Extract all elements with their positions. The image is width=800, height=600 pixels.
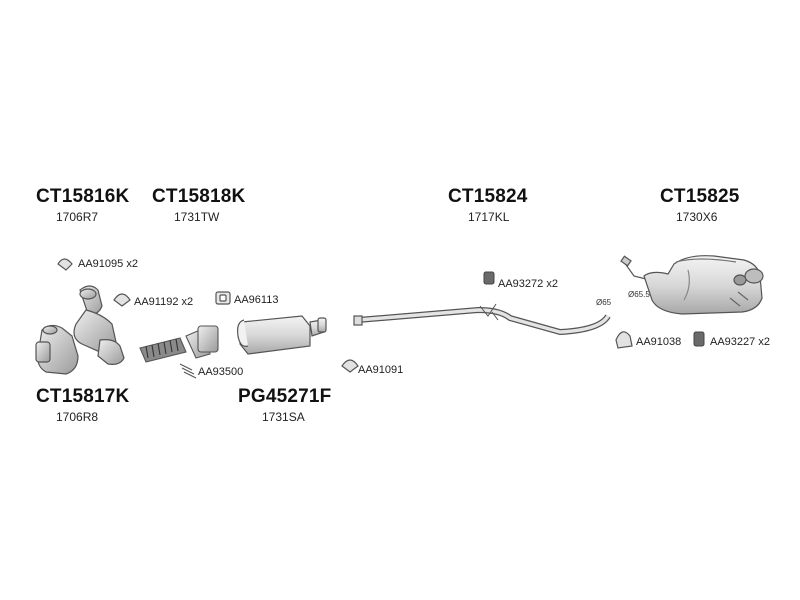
part-ref: 1706R7 [56,210,99,224]
part-ref: 1730X6 [676,210,718,224]
accessory-label: AA91091 [358,364,404,376]
rear-muffler-icon [620,255,764,315]
bolt-set-icon [179,363,197,379]
part-ref: 1717KL [468,210,510,224]
accessory-label: AA91192 x2 [134,296,194,308]
accessory-label: AA93272 x2 [498,278,558,290]
accessory-label: AA91095 x2 [78,258,138,270]
part-code: CT15817K [36,386,130,407]
pipe-diameter-label: Ø65 [596,298,612,307]
muffler-diameter-label: Ø65.5 [628,290,650,299]
accessory-label: AA93227 x2 [710,336,770,348]
part-code: CT15824 [448,186,528,207]
flexible-pipe-icon [139,325,219,363]
accessory-label: AA93500 [198,366,244,378]
particulate-filter-icon [237,315,327,355]
part-ref: 1731SA [262,410,305,424]
catalytic-converter-upper-icon [73,285,125,365]
accessory-label: AA96113 [234,294,279,306]
part-ref: 1706R8 [56,410,99,424]
accessory-label: AA91038 [636,336,682,348]
catalytic-converter-lower-icon [35,324,79,375]
part-code: CT15825 [660,186,740,207]
rubber-mount-icon [483,271,705,347]
part-code: CT15818K [152,186,246,207]
part-ref: 1731TW [174,210,220,224]
gasket-icon [215,291,231,305]
clamp-icon [57,258,633,373]
part-code: PG45271F [238,386,332,407]
part-code: CT15816K [36,186,130,207]
middle-pipe-icon [353,303,611,336]
